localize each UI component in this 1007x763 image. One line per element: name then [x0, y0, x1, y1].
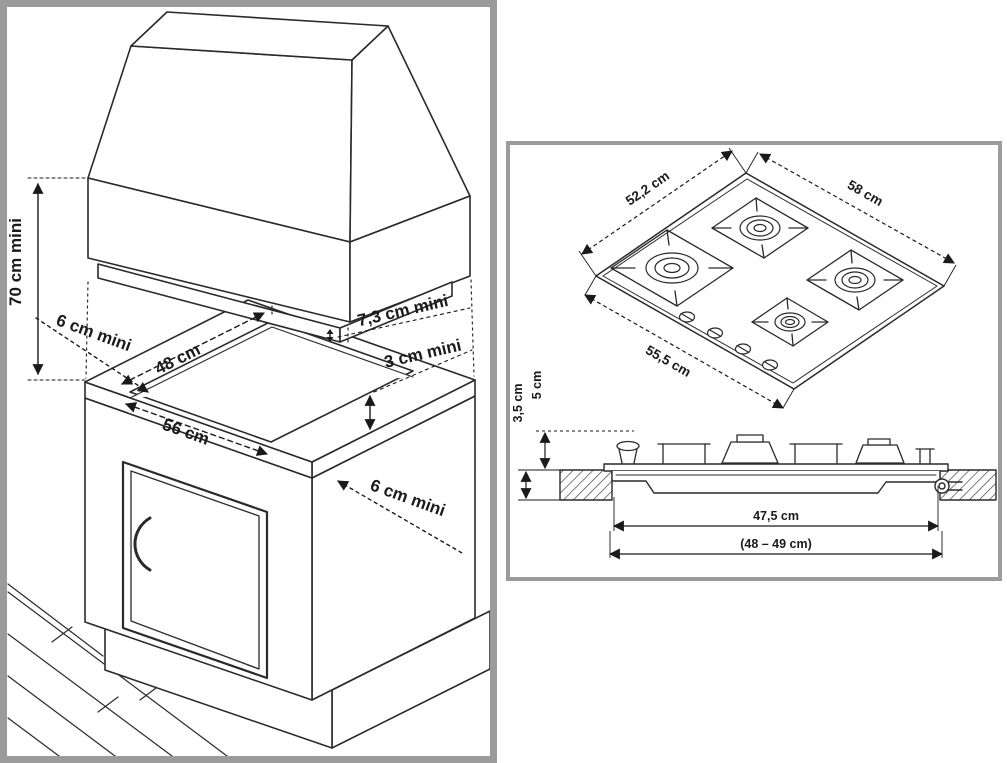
dim-hood-clearance: 70 cm mini — [6, 218, 25, 306]
installation-diagram-panel: 70 cm mini 6 cm mini 48 cm 7,3 cm mini 3… — [0, 0, 497, 763]
dim-height-above: 5 cm — [530, 371, 544, 400]
hob-underbody — [611, 470, 941, 494]
door-handle-icon — [133, 516, 152, 572]
product-dimensions: 52,2 cm 58 cm 55,5 cm 5 cm 3,5 cm 47,5 c… — [506, 141, 1002, 581]
dim-cutout-range: (48 – 49 cm) — [740, 537, 812, 551]
dim-depth-below: 3,5 cm — [511, 384, 525, 423]
dim-body-width: 47,5 cm — [753, 509, 799, 523]
panel-frame — [0, 0, 497, 763]
installation-diagram: 70 cm mini 6 cm mini 48 cm 7,3 cm mini 3… — [0, 0, 497, 763]
dimension-lines — [27, 177, 473, 554]
hob-section-view — [559, 434, 997, 501]
range-hood — [87, 11, 471, 343]
dim-left-clearance: 6 cm mini — [54, 310, 134, 355]
hob-flange — [603, 463, 949, 472]
product-dimensions-panel: 52,2 cm 58 cm 55,5 cm 5 cm 3,5 cm 47,5 c… — [506, 141, 1002, 581]
floor-boards — [7, 583, 236, 763]
burner-profiles — [616, 434, 935, 464]
alignment-guides — [85, 279, 475, 379]
section-dimensions — [518, 430, 944, 560]
top-view-dimensions — [578, 147, 957, 409]
worktop-left — [559, 469, 613, 501]
gas-connector — [934, 478, 963, 494]
cabinet-door — [121, 460, 269, 680]
